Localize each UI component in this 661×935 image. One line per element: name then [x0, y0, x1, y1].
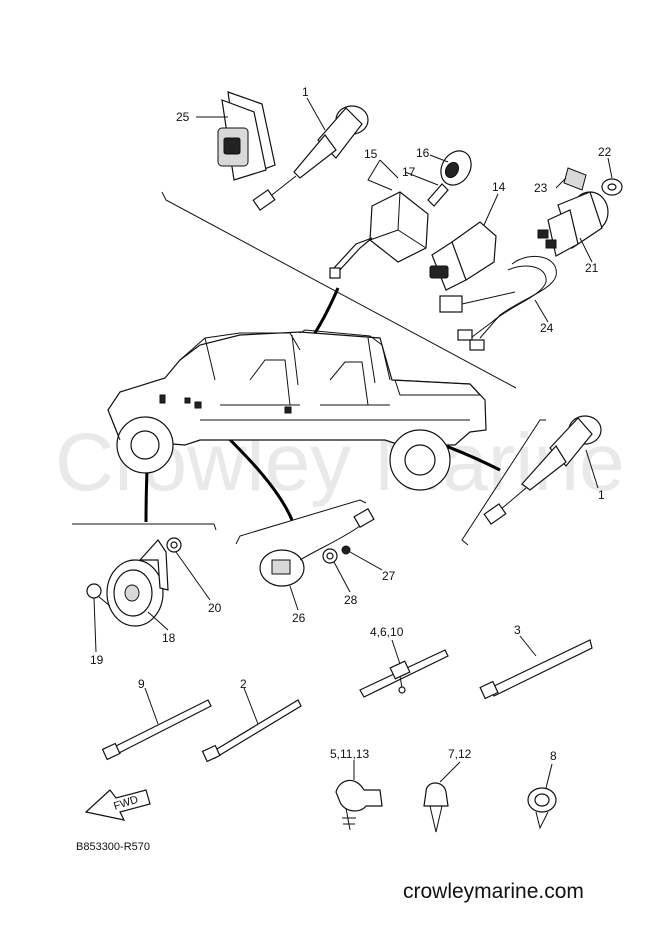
- callout-18: 18: [162, 631, 176, 645]
- part-8-clip: [527, 787, 557, 830]
- callout-3: 3: [514, 623, 521, 637]
- callout-8: 8: [550, 749, 557, 763]
- callout-23: 23: [534, 181, 548, 195]
- callout-22: 22: [598, 145, 612, 159]
- callout-4-6-10: 4,6,10: [370, 625, 404, 639]
- part-16-knob: [440, 150, 472, 186]
- part-5-11-13-clamp: [335, 779, 383, 831]
- callout-14: 14: [492, 180, 506, 194]
- callout-17: 17: [402, 165, 416, 179]
- callout-28: 28: [344, 593, 358, 607]
- callout-19: 19: [90, 653, 104, 667]
- callout-1-top: 1: [302, 85, 309, 99]
- callout-labels: 25 1 15 16 17 22 23 14 21 24 1 20 18 19 …: [90, 85, 612, 763]
- callout-21: 21: [585, 261, 599, 275]
- part-14-connector: [429, 221, 497, 291]
- callout-2: 2: [240, 677, 247, 691]
- callout-24: 24: [540, 321, 554, 335]
- fwd-arrow-icon: FWD: [84, 789, 151, 821]
- part-1-socket-right: [483, 415, 602, 525]
- callout-20: 20: [208, 601, 222, 615]
- part-3-long-cable-tie: [479, 639, 593, 700]
- part-28-grommet: [322, 548, 338, 564]
- part-7-12-clip: [423, 782, 449, 833]
- callout-1-right: 1: [598, 488, 605, 502]
- part-22-nut: [601, 178, 623, 196]
- part-18-horn: [106, 539, 169, 627]
- callout-27: 27: [382, 569, 396, 583]
- part-26-sensor: [259, 507, 375, 587]
- diagram-code: B853300-R570: [76, 841, 150, 853]
- leader-lines: [93, 97, 613, 789]
- callout-15: 15: [364, 147, 378, 161]
- callout-16: 16: [416, 146, 430, 160]
- part-2-cable-tie: [201, 699, 302, 763]
- part-4-6-10-cable-tie-holder: [359, 649, 449, 698]
- part-20-nut: [166, 537, 182, 553]
- part-25-socket-panel: [217, 91, 276, 181]
- callout-5-11-13: 5,11,13: [330, 747, 369, 761]
- part-23-label-plate: [563, 167, 587, 191]
- website-link[interactable]: crowleymarine.com: [403, 880, 584, 903]
- part-27-screw: [341, 545, 351, 555]
- part-24-wire-harness: [439, 255, 557, 351]
- utv-vehicle-illustration: [107, 329, 487, 491]
- part-21-main-switch: [537, 191, 609, 257]
- callout-7-12: 7,12: [448, 747, 472, 761]
- part-15-switch-assembly: [329, 183, 449, 279]
- part-1-socket-top: [252, 105, 369, 211]
- part-9-cable-tie: [101, 699, 212, 761]
- callout-9: 9: [138, 677, 145, 691]
- callout-26: 26: [292, 611, 306, 625]
- callout-25: 25: [176, 110, 190, 124]
